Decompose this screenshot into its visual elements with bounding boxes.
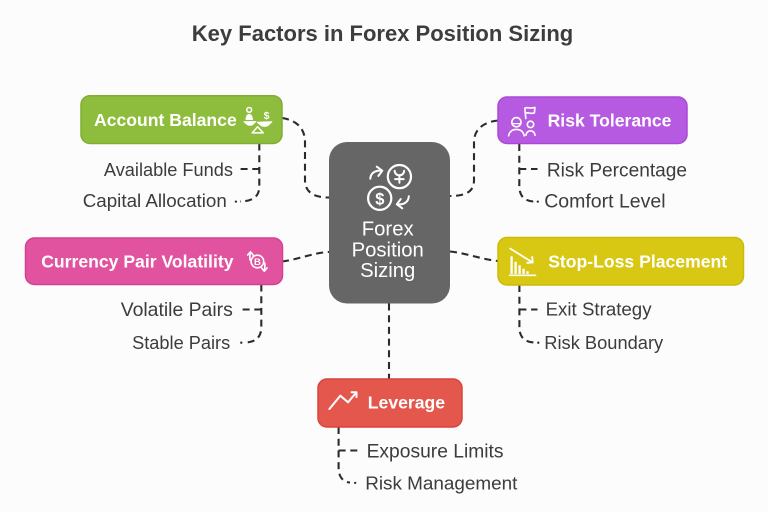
svg-text:Exposure Limits: Exposure Limits	[367, 441, 504, 462]
svg-text:B: B	[254, 257, 261, 268]
svg-text:Stable Pairs: Stable Pairs	[132, 333, 230, 353]
svg-text:Key Factors in Forex Position: Key Factors in Forex Position Sizing	[192, 21, 573, 46]
svg-text:Position: Position	[352, 239, 424, 261]
svg-text:Account Balance: Account Balance	[94, 110, 237, 130]
svg-text:Risk Percentage: Risk Percentage	[547, 160, 687, 181]
svg-text:$: $	[264, 110, 270, 122]
svg-text:Stop-Loss Placement: Stop-Loss Placement	[548, 252, 727, 272]
svg-text:Risk Management: Risk Management	[365, 473, 518, 494]
svg-text:Leverage: Leverage	[368, 393, 445, 413]
svg-text:Risk Tolerance: Risk Tolerance	[548, 111, 672, 131]
svg-text:Currency Pair Volatility: Currency Pair Volatility	[41, 252, 234, 272]
svg-text:Forex: Forex	[362, 219, 414, 241]
svg-text:Capital Allocation: Capital Allocation	[83, 190, 227, 211]
svg-text:Sizing: Sizing	[360, 260, 415, 282]
svg-text:Comfort Level: Comfort Level	[544, 191, 665, 213]
svg-text:Volatile Pairs: Volatile Pairs	[121, 299, 233, 321]
svg-text:Available Funds: Available Funds	[104, 160, 233, 180]
svg-text:$: $	[375, 190, 384, 208]
svg-text:Exit Strategy: Exit Strategy	[546, 299, 653, 320]
svg-text:Risk Boundary: Risk Boundary	[544, 332, 664, 353]
